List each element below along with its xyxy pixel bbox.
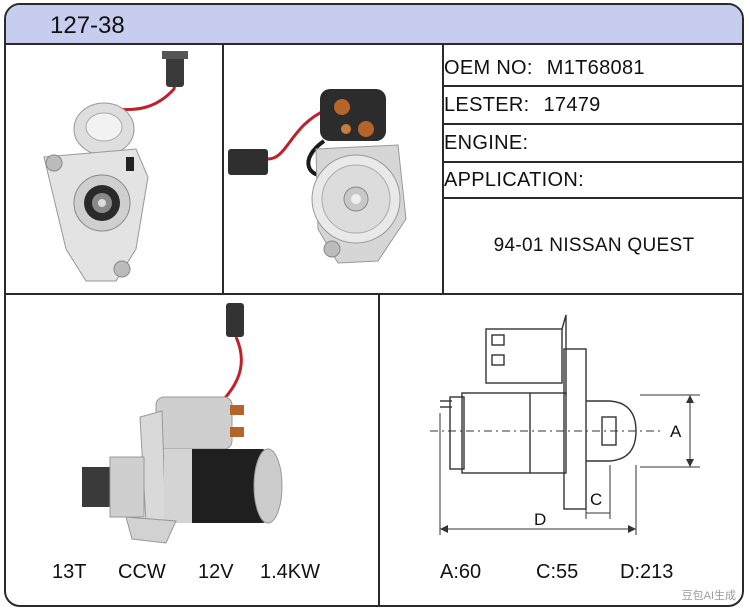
- teeth-spec: 13T: [52, 561, 87, 583]
- divider-top-left: [222, 45, 224, 293]
- starter-side-photo: [82, 303, 283, 544]
- drawing-solenoid: [485, 328, 563, 384]
- oem-value: M1T68081: [546, 57, 645, 79]
- dimension-a: A:60: [440, 561, 482, 583]
- oem-label: OEM NO:: [444, 57, 533, 79]
- divider-middle: [6, 293, 742, 295]
- drawing-label-d: D: [534, 510, 546, 529]
- spec-row-divider: [442, 197, 742, 199]
- application-row: APPLICATION:: [444, 169, 742, 192]
- dimension-drawing: A C D: [430, 314, 700, 535]
- starter-rear-photo: [228, 89, 407, 264]
- divider-top-right: [442, 45, 444, 293]
- divider-bottom: [378, 293, 380, 605]
- lester-row: LESTER: 17479: [444, 94, 742, 117]
- dimension-d: D:213: [620, 561, 674, 583]
- drawing-label-a: A: [670, 422, 682, 441]
- dimension-c: C:55: [536, 561, 579, 583]
- product-card: 127-38 OEM NO: M1T68081 LESTER: 17479 ENGI…: [4, 3, 744, 607]
- engine-label: ENGINE:: [444, 132, 529, 154]
- application-value: 94-01 NISSAN QUEST: [493, 235, 695, 256]
- application-label: APPLICATION:: [444, 169, 584, 191]
- drawing-flange: [563, 348, 587, 510]
- watermark: 豆包AI生成: [681, 590, 736, 602]
- lester-label: LESTER:: [444, 94, 530, 116]
- power-spec: 1.4KW: [260, 561, 321, 583]
- spec-row-divider: [442, 85, 742, 87]
- spec-row-divider: [442, 123, 742, 125]
- part-number: 127-38: [50, 12, 125, 39]
- drawing-motor: [461, 392, 567, 474]
- header-bar: 127-38: [6, 5, 742, 45]
- engine-row: ENGINE:: [444, 132, 742, 155]
- voltage-spec: 12V: [198, 561, 234, 583]
- drawing-label-c: C: [590, 490, 602, 509]
- rotation-spec: CCW: [118, 561, 166, 583]
- starter-front-photo: [43, 51, 188, 282]
- oem-row: OEM NO: M1T68081: [444, 57, 742, 80]
- lester-value: 17479: [543, 94, 601, 116]
- spec-row-divider: [442, 161, 742, 163]
